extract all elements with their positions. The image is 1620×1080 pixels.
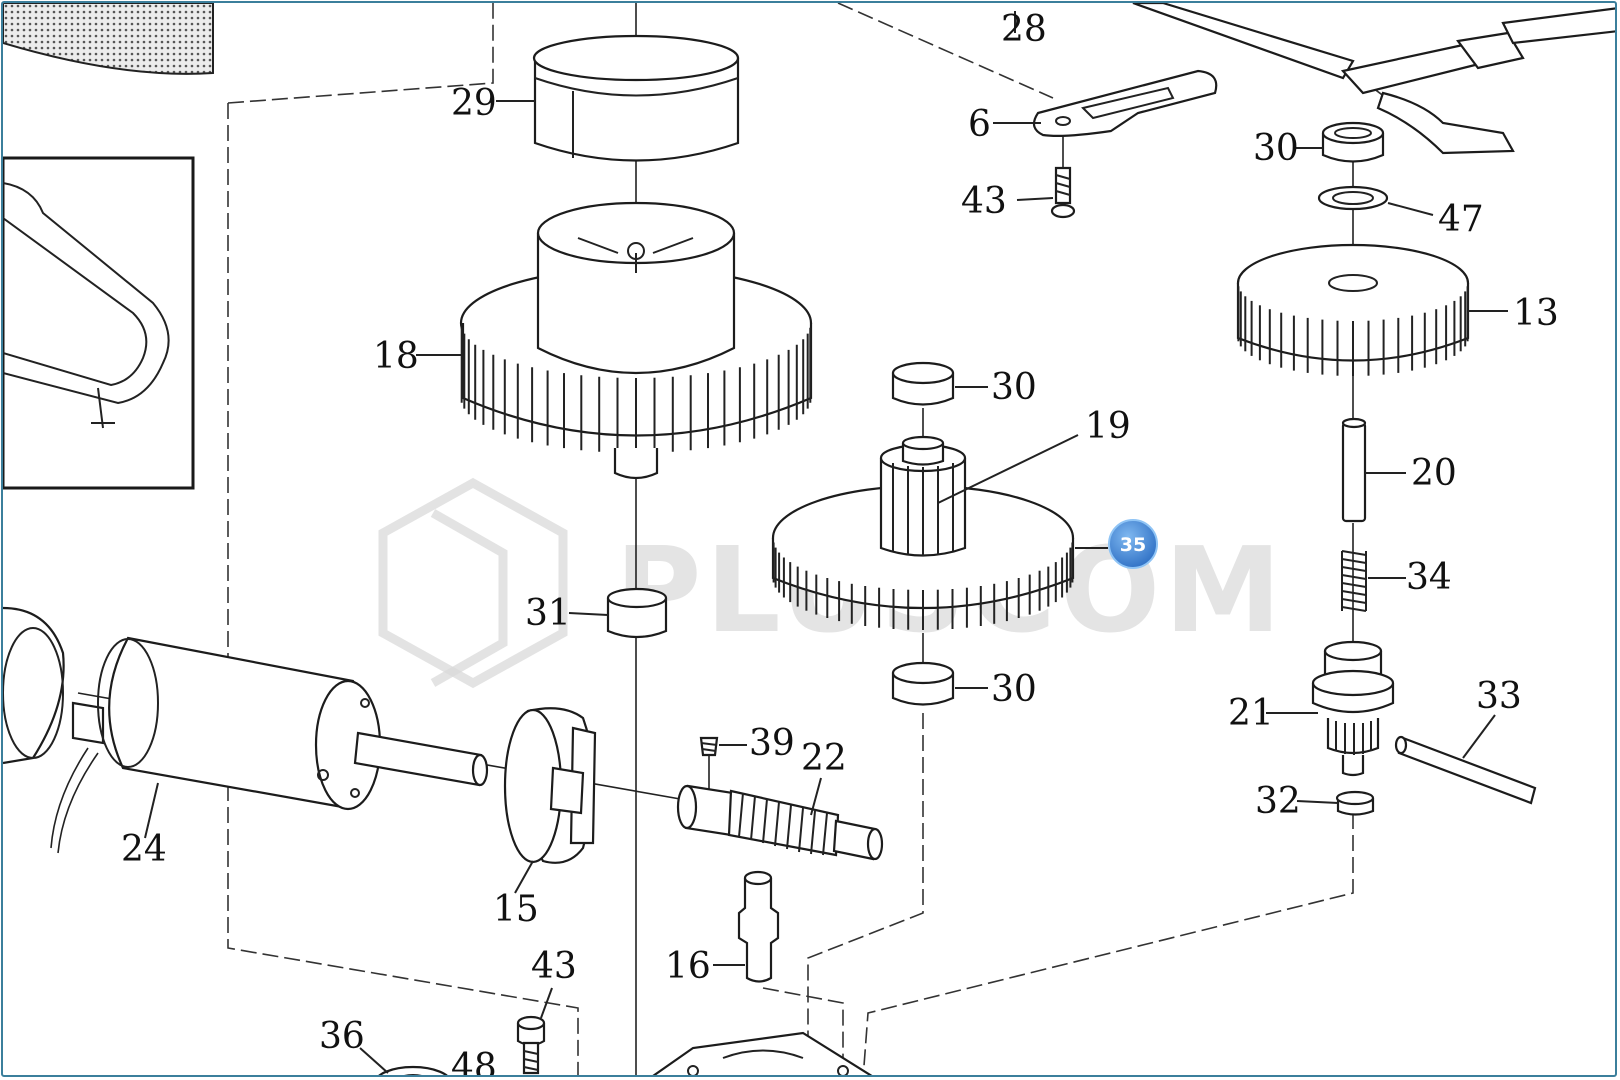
callout-13: 13: [1513, 293, 1559, 334]
part-47-washer: [1317, 185, 1389, 211]
callout-labels: 28 29 6 43 30 47 13 18 30 19 20 34 31 30…: [121, 9, 1559, 1077]
inset-detail-box: [3, 156, 195, 490]
leader-lines: [144, 11, 1508, 1074]
callout-31: 31: [525, 593, 571, 634]
callout-30-upper-center: 30: [991, 367, 1037, 408]
callout-48: 48: [451, 1047, 497, 1077]
callout-21: 21: [1228, 693, 1274, 734]
part-18-gear-cup: [459, 201, 813, 480]
part-20-pin: [1341, 417, 1367, 523]
callout-47: 47: [1438, 199, 1484, 240]
part-33-pin: [1394, 735, 1537, 805]
part-31-bush: [606, 587, 668, 639]
callout-6: 6: [968, 104, 991, 145]
part-32-bush: [1335, 790, 1375, 816]
part-34-spring: [1341, 550, 1367, 612]
part-16-pin: [737, 870, 780, 983]
part-24-motor: [3, 606, 489, 854]
callout-32: 32: [1255, 781, 1301, 822]
part-top-right-lever: [1132, 3, 1615, 155]
badge-35-text: 35: [1120, 534, 1146, 556]
callout-19: 19: [1085, 406, 1131, 447]
part-30-bush-upper-center: [891, 361, 955, 406]
callout-29: 29: [451, 83, 497, 124]
callout-30-lower-center: 30: [991, 669, 1037, 710]
part-top-left-cover: [3, 3, 214, 75]
callout-34: 34: [1406, 557, 1452, 598]
callout-30-top-right: 30: [1253, 128, 1299, 169]
callout-20: 20: [1411, 453, 1457, 494]
part-6-plate: [1032, 69, 1218, 137]
dashed-outlines: [227, 3, 1434, 1075]
callout-36: 36: [319, 1016, 365, 1057]
callout-43-top: 43: [961, 181, 1007, 222]
callout-16: 16: [665, 946, 711, 987]
part-19-gear: [771, 435, 1075, 630]
part-43-screw-bottom: [516, 1015, 546, 1075]
callout-33: 33: [1476, 676, 1522, 717]
exploded-parts-diagram: PLUSCOM: [3, 3, 1615, 1077]
callout-43-bottom: 43: [531, 946, 577, 987]
part-29-band: [532, 34, 740, 162]
callout-15: 15: [493, 889, 539, 930]
part-21-pinion: [1311, 640, 1395, 777]
callout-39: 39: [749, 723, 795, 764]
part-30-bush-lower-center: [891, 661, 955, 706]
callout-28: 28: [1001, 9, 1047, 50]
part-43-screw-top: [1050, 166, 1076, 219]
part-36-48-bottom: [378, 1065, 448, 1075]
callout-22: 22: [801, 738, 847, 779]
part-30-bush-top-right: [1321, 121, 1385, 163]
callout-18: 18: [373, 336, 419, 377]
highlight-badge-35[interactable]: 35: [1108, 519, 1158, 569]
part-39-set-screw: [699, 736, 719, 793]
callout-24: 24: [121, 829, 167, 870]
part-22-worm-shaft: [676, 784, 884, 861]
part-housing-bottom: [652, 1031, 873, 1075]
part-13-gear: [1236, 243, 1470, 376]
part-15-coupling: [503, 707, 597, 864]
